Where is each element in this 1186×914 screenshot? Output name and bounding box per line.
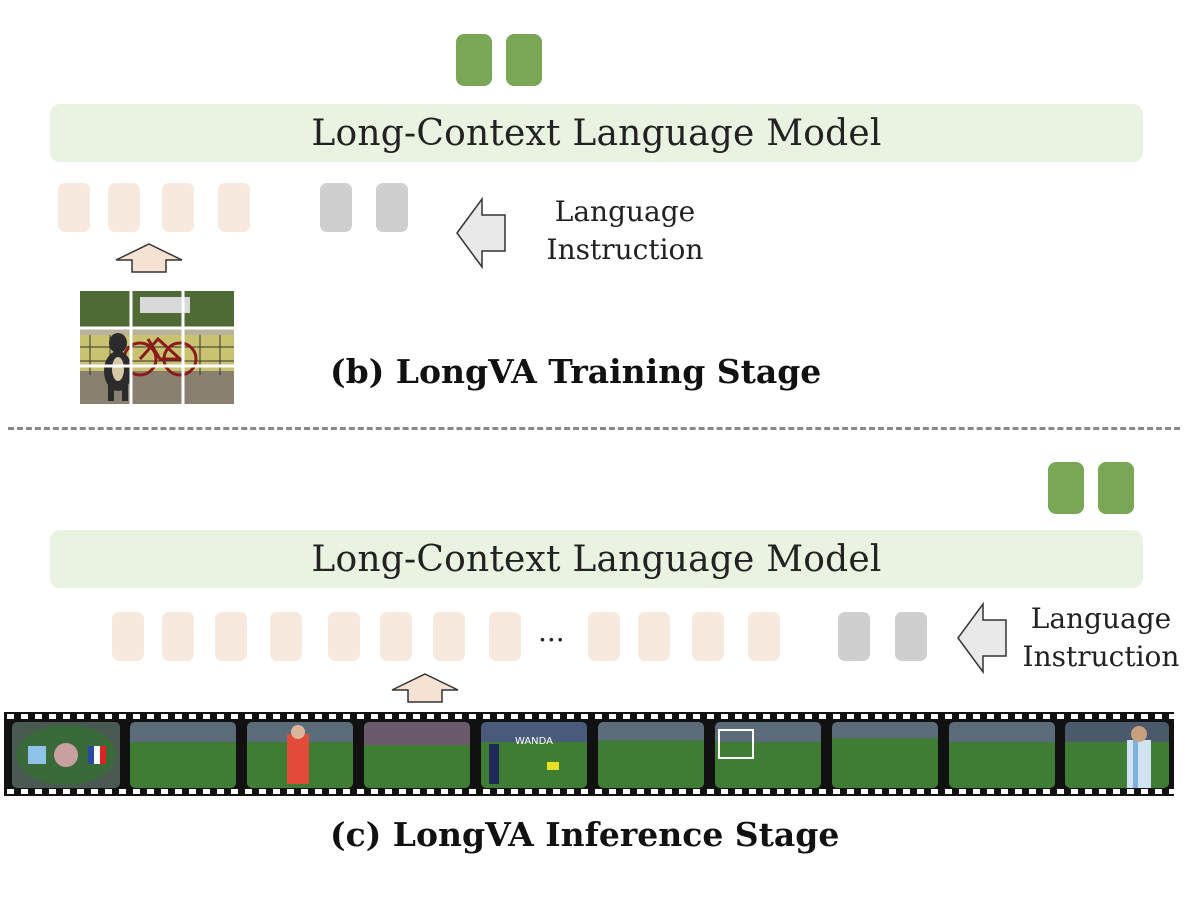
output-token bbox=[1048, 462, 1084, 514]
video-frame bbox=[715, 722, 821, 788]
lm-label: Long-Context Language Model bbox=[311, 538, 882, 580]
video-frame bbox=[130, 722, 236, 788]
visual-token bbox=[489, 612, 521, 661]
visual-token bbox=[162, 612, 194, 661]
output-token bbox=[1098, 462, 1134, 514]
visual-token bbox=[380, 612, 412, 661]
visual-token bbox=[215, 612, 247, 661]
lm-bar-inference: Long-Context Language Model bbox=[50, 530, 1143, 588]
visual-token bbox=[58, 183, 90, 232]
frame-overlay-text: WANDA bbox=[515, 736, 553, 747]
video-frame bbox=[247, 722, 353, 788]
visual-token bbox=[588, 612, 620, 661]
video-frame: WANDA bbox=[481, 722, 587, 788]
input-image bbox=[80, 291, 234, 404]
left-arrow-icon bbox=[456, 196, 506, 270]
video-frame bbox=[364, 722, 470, 788]
instruction-label: Language Instruction bbox=[1012, 600, 1186, 676]
visual-token bbox=[270, 612, 302, 661]
inference-stage-title: (c) LongVA Inference Stage bbox=[330, 815, 840, 854]
text-token bbox=[838, 612, 870, 661]
ellipsis: ... bbox=[538, 615, 565, 648]
output-token bbox=[456, 34, 492, 86]
lm-label: Long-Context Language Model bbox=[311, 112, 882, 154]
visual-token bbox=[638, 612, 670, 661]
visual-token bbox=[162, 183, 194, 232]
left-arrow-icon bbox=[957, 601, 1007, 675]
instruction-line-1: Language bbox=[1030, 602, 1172, 635]
visual-token bbox=[748, 612, 780, 661]
visual-token bbox=[433, 612, 465, 661]
training-stage-title: (b) LongVA Training Stage bbox=[330, 352, 822, 391]
video-frame bbox=[949, 722, 1055, 788]
visual-token bbox=[692, 612, 724, 661]
instruction-line-2: Instruction bbox=[546, 233, 704, 266]
video-frame bbox=[832, 722, 938, 788]
instruction-line-1: Language bbox=[554, 195, 696, 228]
instruction-line-2: Instruction bbox=[1022, 640, 1180, 673]
up-arrow-icon bbox=[115, 243, 183, 273]
instruction-label: Language Instruction bbox=[530, 193, 720, 269]
video-film-strip: WANDA bbox=[4, 712, 1174, 796]
video-frame bbox=[598, 722, 704, 788]
visual-token bbox=[218, 183, 250, 232]
lm-bar-training: Long-Context Language Model bbox=[50, 104, 1143, 162]
text-token bbox=[376, 183, 408, 232]
video-frame bbox=[12, 722, 120, 788]
visual-token bbox=[108, 183, 140, 232]
text-token bbox=[895, 612, 927, 661]
visual-token bbox=[328, 612, 360, 661]
up-arrow-icon bbox=[391, 673, 459, 703]
video-frame bbox=[1065, 722, 1169, 788]
text-token bbox=[320, 183, 352, 232]
visual-token bbox=[112, 612, 144, 661]
stage-divider bbox=[8, 427, 1180, 430]
output-token bbox=[506, 34, 542, 86]
